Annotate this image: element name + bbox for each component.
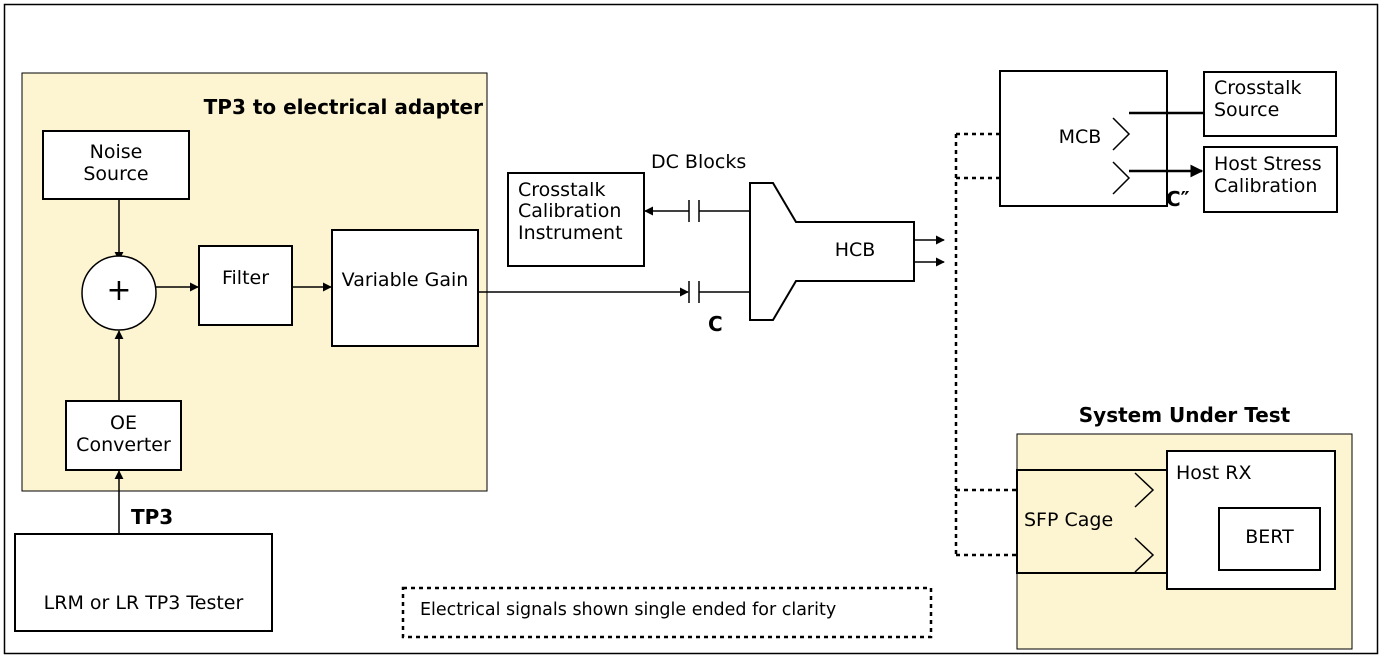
mcb-box (999, 70, 1168, 207)
point-c-double-prime-label: C″ (1166, 187, 1190, 211)
bert-box (1218, 507, 1321, 571)
note-label: Electrical signals shown single ended fo… (420, 600, 837, 620)
crosstalk-source-box (1203, 71, 1337, 137)
host-stress-calibration-box (1203, 146, 1338, 213)
mcb-connector-upper (1112, 117, 1131, 151)
tp3-tester-label: LRM or LR TP3 Tester (43, 592, 244, 614)
crosstalk-cal-instrument-label: Crosstalk Calibration Instrument (518, 179, 623, 244)
mcb-label: MCB (1058, 126, 1102, 148)
note-box (401, 586, 933, 639)
hcb-shape (749, 182, 915, 321)
variable-gain-label: Variable Gain (341, 269, 469, 291)
mcb-connector-lower (1112, 161, 1131, 195)
tp3-tester-box (14, 533, 273, 632)
system-under-test-title: System Under Test (1078, 403, 1291, 427)
filter-box (198, 245, 293, 326)
sfp-connector-lower (1134, 537, 1155, 573)
host-rx-label: Host RX (1176, 462, 1252, 484)
outer-frame (3, 3, 1379, 655)
noise-source-box (42, 130, 190, 200)
oe-converter-label: OE Converter (76, 412, 171, 456)
host-stress-calibration-label: Host Stress Calibration (1214, 153, 1322, 197)
adapter-title: TP3 to electrical adapter (203, 95, 483, 119)
noise-source-label: Noise Source (83, 141, 149, 185)
hcb-label: HCB (834, 239, 876, 261)
sfp-cage-outline (1016, 469, 1167, 574)
variable-gain-box (331, 229, 479, 347)
sfp-connector-upper (1134, 472, 1155, 508)
point-c-label: C (708, 312, 723, 336)
crosstalk-source-label: Crosstalk Source (1214, 77, 1302, 121)
dc-blocks-label: DC Blocks (651, 151, 747, 173)
crosstalk-cal-instrument-box (507, 172, 645, 267)
summer-plus-label: + (106, 273, 132, 308)
filter-label: Filter (221, 267, 270, 289)
oe-converter-box (65, 400, 182, 471)
bert-label: BERT (1245, 526, 1294, 548)
tp3-label: TP3 (131, 505, 174, 529)
summer-circle (81, 255, 157, 331)
sfp-cage-label: SFP Cage (1024, 509, 1114, 531)
